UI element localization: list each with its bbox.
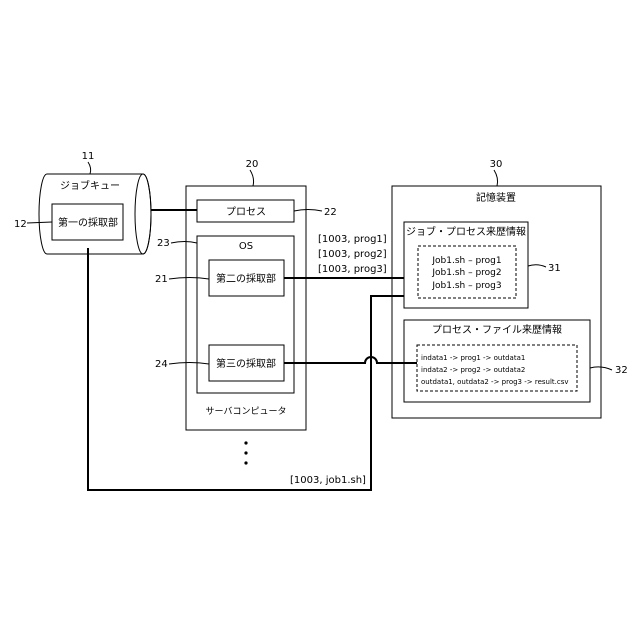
job-process-record-2: Job1.sh – prog2 (431, 268, 501, 278)
process-label: プロセス (226, 206, 266, 218)
more-servers-ellipsis (244, 441, 247, 464)
server-ref-leader (250, 170, 254, 186)
process-file-record-3: outdata1, outdata2 -> prog3 -> result.cs… (421, 378, 569, 386)
message-prog1: [1003, prog1] (318, 234, 387, 245)
storage-ref-leader (494, 170, 498, 186)
first-collector-label: 第一の採取部 (58, 216, 118, 229)
process-file-history-title: プロセス・ファイル来歴情報 (432, 323, 562, 336)
job-queue-ref: 11 (82, 151, 95, 162)
storage-ref: 30 (490, 159, 503, 170)
process-file-record-2: indata2 -> prog2 -> outdata2 (421, 366, 525, 374)
storage-label: 記憶装置 (476, 191, 516, 204)
server-label: サーバコンピュータ (206, 406, 287, 417)
process-file-record-1: indata1 -> prog1 -> outdata1 (421, 354, 525, 362)
third-collector-ref: 24 (155, 359, 168, 370)
job-queue-ref-leader (88, 162, 91, 174)
server-ref: 20 (246, 159, 259, 170)
second-collector-ref: 21 (155, 274, 168, 285)
job-process-record-3: Job1.sh – prog3 (431, 281, 501, 291)
os-label: OS (239, 241, 253, 252)
job-queue-title: ジョブキュー (60, 179, 120, 192)
process-file-history-ref: 32 (615, 365, 628, 376)
message-job: [1003, job1.sh] (290, 475, 366, 486)
job-process-history-title: ジョブ・プロセス来歴情報 (406, 225, 526, 238)
third-collector-label: 第三の採取部 (216, 357, 276, 370)
process-ref: 22 (324, 207, 337, 218)
message-prog3: [1003, prog3] (318, 264, 387, 275)
first-collector-ref-leader (27, 222, 52, 223)
message-prog2: [1003, prog2] (318, 249, 387, 260)
second-collector-label: 第二の採取部 (216, 272, 276, 285)
os-ref: 23 (157, 238, 170, 249)
job-process-history-ref: 31 (548, 263, 561, 274)
first-collector-ref: 12 (14, 219, 27, 230)
job-process-record-1: Job1.sh – prog1 (431, 256, 501, 266)
